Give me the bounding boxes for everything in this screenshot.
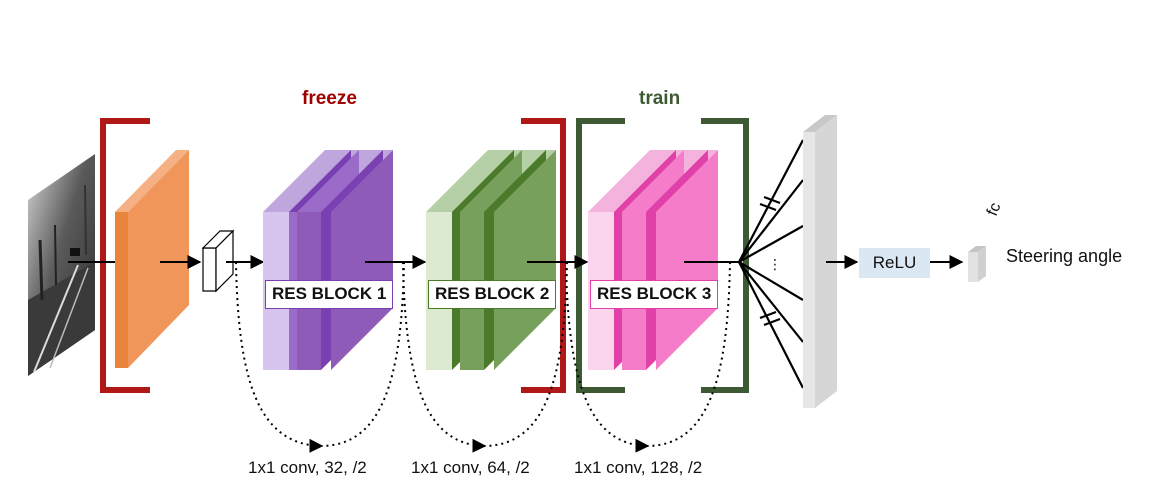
steering-angle-label: Steering angle <box>1006 246 1123 266</box>
relu-box: ReLU <box>859 248 930 278</box>
shortcut-arcs <box>235 261 731 453</box>
res-block-2-label: RES BLOCK 2 <box>428 280 557 309</box>
fc-connections <box>738 139 804 389</box>
freeze-bracket <box>100 118 566 393</box>
shortcut-1-caption: 1x1 conv, 32, /2 <box>248 458 367 477</box>
res-block-3 <box>588 150 718 370</box>
pooling-cube-icon <box>201 229 235 293</box>
res-block-3-label: RES BLOCK 3 <box>590 280 719 309</box>
input-image <box>28 154 95 376</box>
res-block-1-label: RES BLOCK 1 <box>265 280 394 309</box>
freeze-label: freeze <box>302 88 357 109</box>
train-label: train <box>639 88 681 109</box>
res-block-2 <box>426 150 556 370</box>
shortcut-3-caption: 1x1 conv, 128, /2 <box>574 458 703 477</box>
conv-layer <box>115 150 189 368</box>
ellipsis-dots: ⋮ <box>768 256 782 272</box>
output-fc-block <box>968 246 986 282</box>
res-block-1 <box>263 150 393 370</box>
shortcut-2-caption: 1x1 conv, 64, /2 <box>411 458 530 477</box>
